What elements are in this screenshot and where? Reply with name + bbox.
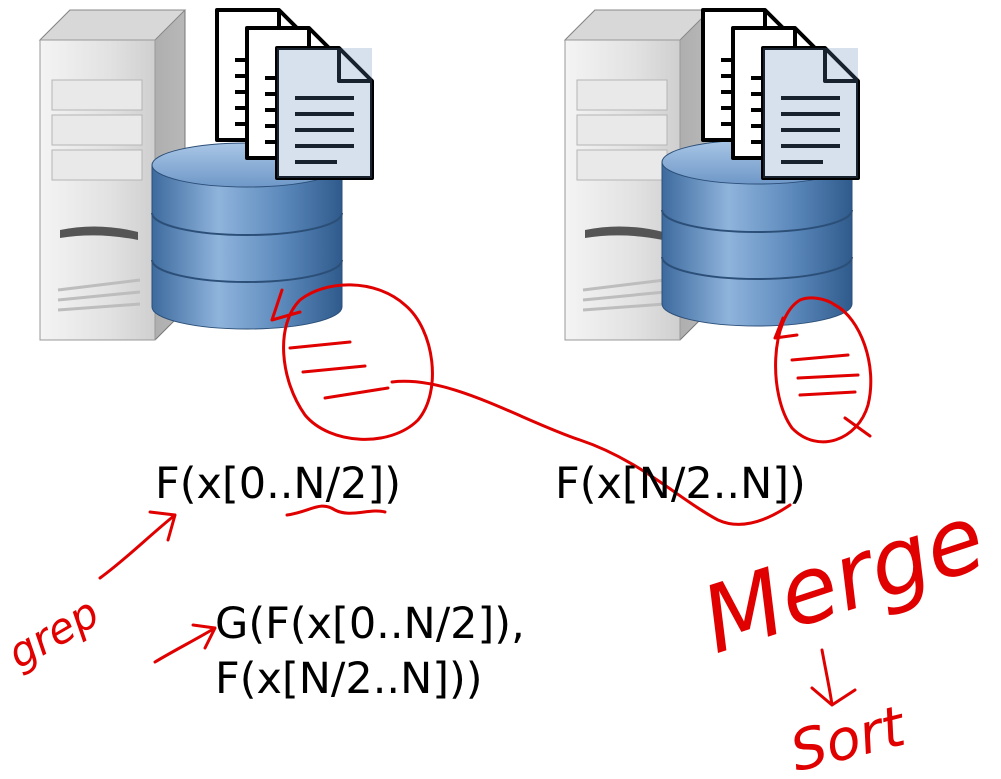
ink-arrow-right	[773, 316, 799, 340]
ink-lines-right	[790, 353, 872, 438]
document-stack-icon	[217, 10, 372, 178]
formula-left: F(x[0..N/2])	[155, 459, 401, 509]
combined-formula-line1: G(F(x[0..N/2]),	[215, 599, 525, 649]
ink-grep-arrow	[98, 510, 177, 580]
annotation-sort: Sort	[784, 694, 913, 779]
server-right	[563, 8, 858, 342]
ink-circle-right	[774, 296, 873, 444]
combined-formula-line2: F(x[N/2..N]))	[215, 654, 483, 704]
ink-lines-left	[288, 340, 390, 400]
ink-merge-line	[390, 379, 792, 526]
server-left	[38, 8, 372, 342]
ink-sort-arrow	[810, 648, 857, 707]
formula-right: F(x[N/2..N])	[555, 459, 806, 509]
ink-circle-left	[282, 283, 434, 441]
annotation-merge: Merge	[689, 484, 997, 675]
ink-g-arrow	[153, 623, 217, 664]
document-stack-icon	[703, 10, 858, 178]
ink-arrow-left	[270, 288, 302, 322]
annotation-grep: grep	[0, 588, 107, 679]
ink-underline	[285, 504, 387, 517]
